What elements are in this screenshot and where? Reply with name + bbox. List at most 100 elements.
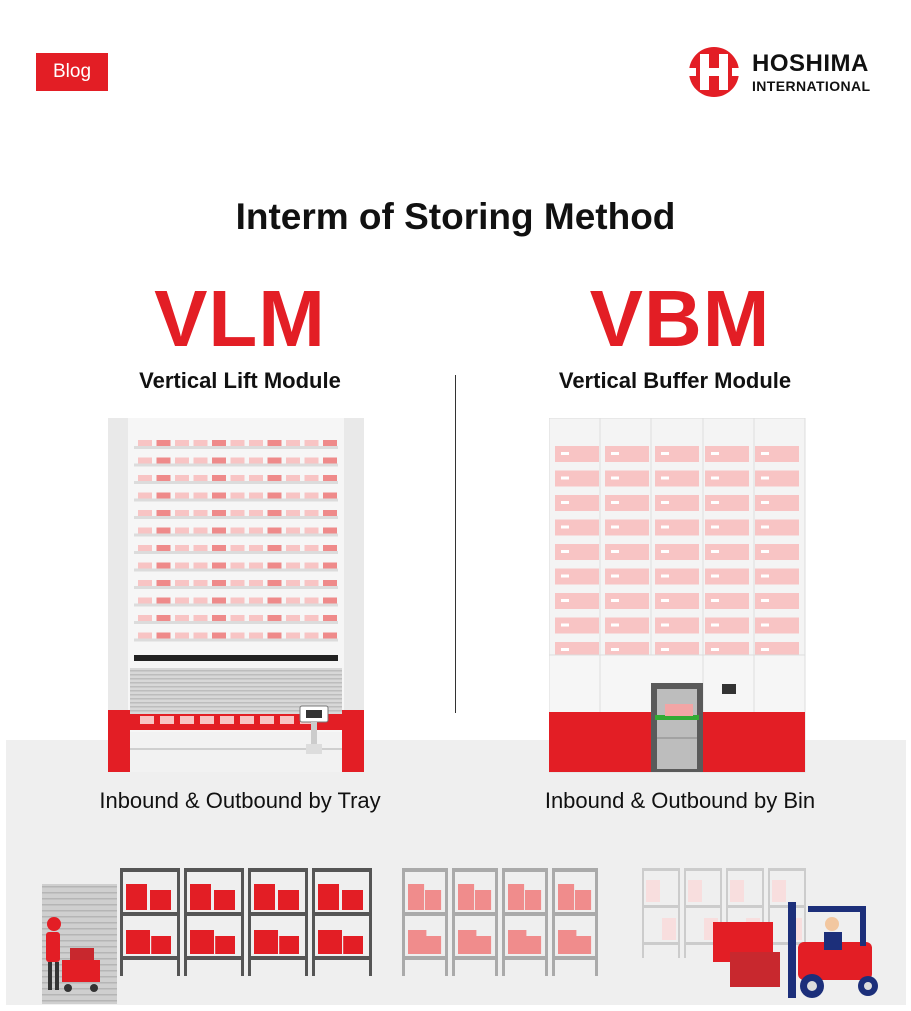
vlm-tray-item (212, 632, 226, 639)
rack-box (343, 936, 363, 954)
shutter-line (130, 674, 342, 676)
vlm-tray-item (175, 580, 189, 586)
vlm-tray-item (249, 510, 263, 516)
shutter-line (130, 702, 342, 704)
rack-shelf (120, 956, 180, 960)
vbm-bin-label (761, 452, 769, 455)
vlm-tray-item (249, 632, 263, 639)
rack-post (177, 868, 180, 976)
rack-box (425, 936, 442, 954)
vlm-tray-item (156, 562, 171, 569)
vlm-tray-item (138, 545, 152, 551)
vlm-tray-item (304, 457, 319, 464)
blog-badge[interactable]: Blog (36, 53, 108, 91)
rack-box (408, 930, 427, 954)
vlm-tray-item (304, 492, 319, 499)
vbm-bin-label (611, 599, 619, 602)
vlm-tray-item (138, 632, 152, 639)
door-line (42, 994, 117, 996)
rack-shelf (642, 942, 680, 945)
door-line (42, 898, 117, 900)
rack-box (688, 880, 702, 902)
vlm-tray (134, 586, 338, 589)
vbm-bin-label (661, 476, 669, 480)
rack-post (768, 868, 770, 958)
worker-icon (46, 917, 100, 992)
vbm-bin-label (711, 648, 719, 651)
vlm-tray-item (138, 440, 152, 446)
rack-post (248, 868, 251, 976)
rack-box (475, 936, 492, 954)
vbm-bin-label (661, 452, 669, 455)
rack-post (804, 868, 806, 958)
vbm-bin-label (611, 550, 619, 553)
vlm-tray-item (156, 580, 171, 586)
vbm-bin (655, 617, 699, 634)
vlm-tray-item (138, 475, 152, 481)
vlm-tray (134, 603, 338, 607)
vbm-bin (605, 568, 649, 585)
vbm-bin (605, 446, 649, 462)
brand-name: HOSHIMA (752, 50, 869, 77)
door-line (42, 916, 117, 918)
vbm-bin-label (711, 476, 719, 480)
rack-box (730, 880, 744, 902)
vbm-bin-label (711, 574, 719, 578)
rack-post (684, 868, 686, 958)
center-divider (455, 375, 456, 713)
rack-shelf (312, 956, 372, 960)
door-line (42, 1000, 117, 1002)
rack-shelf (452, 912, 498, 916)
vlm-tray-item (156, 597, 171, 604)
vbm-bin (555, 470, 599, 487)
vlm-tray-item (175, 562, 189, 569)
rack-shelf (642, 905, 680, 908)
vlm-tray (134, 551, 338, 554)
vlm-tray-item (193, 440, 208, 446)
rack-box (190, 884, 211, 910)
rack-shelf (312, 912, 372, 916)
vlm-tray-item (249, 527, 263, 534)
vlm-bottom-item (140, 716, 154, 724)
vbm-bin-label (561, 550, 569, 553)
shutter-line (130, 698, 342, 700)
vlm-tray-item (286, 510, 300, 516)
vlm-tray-item (304, 545, 319, 551)
vbm-bin (705, 617, 749, 634)
vbm-bin (655, 495, 699, 511)
vlm-tray-item (249, 580, 263, 586)
vbm-bin (555, 495, 599, 511)
rack-box (458, 930, 477, 954)
vlm-tray-item (323, 510, 337, 516)
rack-box (508, 884, 525, 910)
rack-shelf (684, 905, 722, 908)
shutter-line (130, 710, 342, 712)
vlm-tray-item (286, 632, 300, 639)
vlm-tray-item (212, 545, 226, 551)
rack-box (279, 936, 299, 954)
vbm-bin-label (561, 501, 569, 504)
door-line (42, 904, 117, 906)
vbm-caption: Inbound & Outbound by Bin (544, 788, 816, 813)
vbm-bin-label (761, 574, 769, 578)
rack-box (254, 884, 275, 910)
vbm-bin-label (561, 525, 569, 529)
vlm-tray-item (175, 527, 189, 534)
vlm-tray-item (323, 492, 337, 499)
vlm-tray-item (286, 615, 300, 621)
vbm-bin-label (761, 648, 769, 651)
vlm-tray-item (249, 562, 263, 569)
rack-box (575, 890, 592, 910)
door-line (42, 946, 117, 948)
vlm-tray-item (304, 527, 319, 534)
vlm-bottom-item (240, 716, 254, 724)
rack-box (215, 936, 235, 954)
vlm-tray-item (212, 475, 226, 481)
vlm-tray-item (156, 475, 171, 481)
vlm-tray-item (267, 510, 282, 516)
shutter-line (130, 706, 342, 708)
vbm-bin (755, 446, 799, 462)
vlm-tray-item (267, 632, 282, 639)
vlm-tray-item (323, 597, 337, 604)
rack-box (254, 930, 278, 954)
